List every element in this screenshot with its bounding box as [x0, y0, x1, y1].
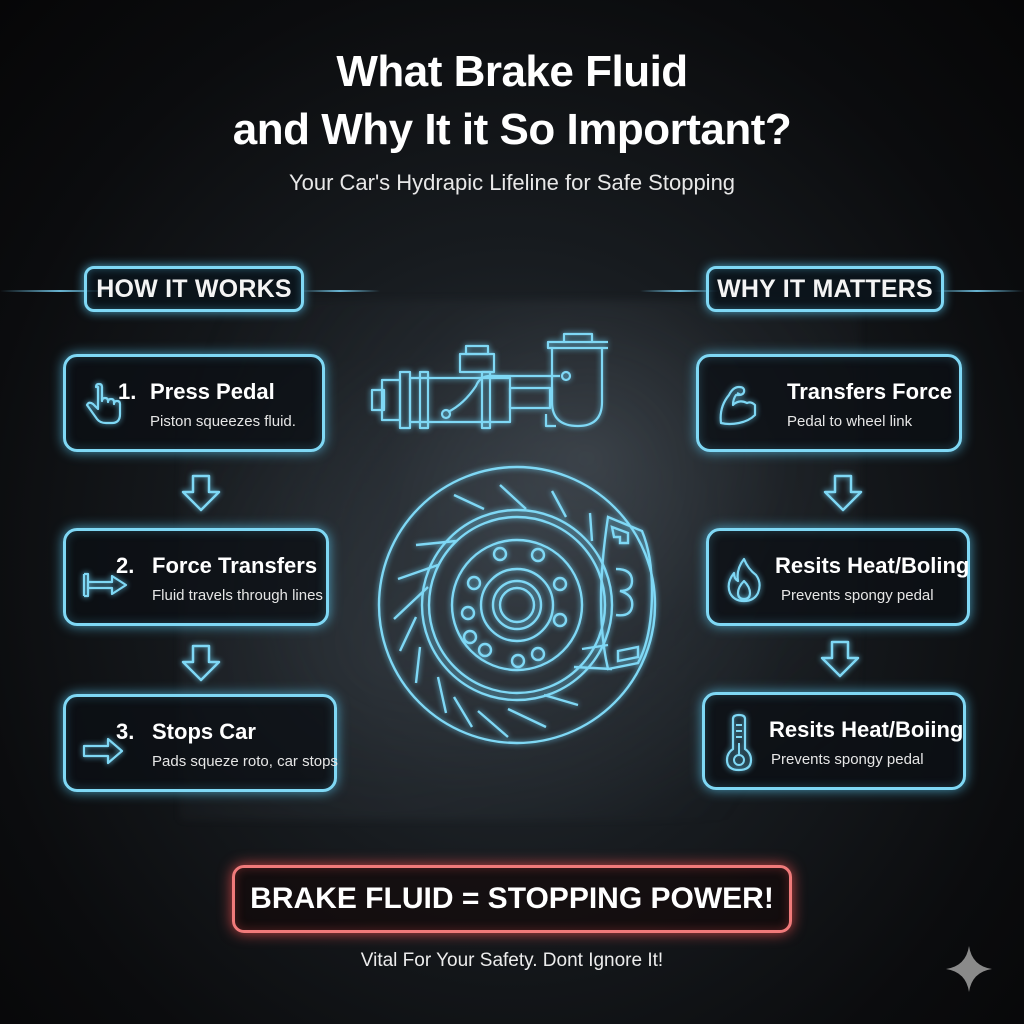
- beam-right: [930, 290, 1024, 292]
- benefit-title: Resits Heat/Boling: [775, 553, 970, 578]
- step-card-1: 1. Press Pedal Piston squeezes fluid.: [63, 354, 325, 452]
- push-arrow-icon: [82, 572, 128, 598]
- benefit-card-1: Transfers Force Pedal to wheel link: [696, 354, 962, 452]
- step-number: 2.: [116, 553, 135, 578]
- arrow-down-icon: [181, 644, 221, 682]
- sparkle-icon: [946, 946, 992, 992]
- benefit-card-3: Resits Heat/Boiing Prevents spongy pedal: [702, 692, 966, 790]
- arrow-down-icon: [181, 474, 221, 512]
- step-title: Stops Car: [152, 719, 256, 744]
- thermometer-icon: [725, 713, 753, 772]
- tagline: Vital For Your Safety. Dont Ignore It!: [360, 950, 664, 971]
- flexed-arm-icon: [719, 385, 757, 426]
- why-it-matters-heading: WHY IT MATTERS: [706, 266, 944, 312]
- benefit-description: Prevents spongy pedal: [771, 751, 924, 768]
- benefit-description: Pedal to wheel link: [787, 413, 913, 430]
- arrow-down-icon: [823, 474, 863, 512]
- benefit-title: Resits Heat/Boiing: [769, 717, 964, 742]
- step-number: 3.: [116, 719, 135, 744]
- right-arrow-icon: [82, 737, 124, 765]
- benefit-description: Prevents spongy pedal: [781, 587, 934, 604]
- step-title: Press Pedal: [150, 379, 275, 404]
- beam-right-inner: [640, 290, 720, 292]
- step-card-3: 3. Stops Car Pads squeze roto, car stops: [63, 694, 338, 792]
- step-description: Piston squeezes fluid.: [150, 413, 296, 430]
- beam-left-inner: [300, 290, 380, 292]
- step-card-2: 2. Force Transfers Fluid travels through…: [63, 528, 329, 626]
- benefit-card-2: Resits Heat/Boling Prevents spongy pedal: [706, 528, 970, 626]
- step-title: Force Transfers: [152, 553, 318, 578]
- arrow-down-icon: [820, 640, 860, 678]
- flame-icon: [727, 557, 761, 603]
- benefit-title: Transfers Force: [787, 379, 953, 404]
- brake-disc-caliper-icon: [377, 465, 657, 745]
- page-title-line1: What Brake Fluid: [336, 47, 688, 96]
- step-number: 1.: [118, 379, 137, 404]
- pointing-hand-icon: [85, 382, 122, 425]
- step-description: Pads squeze roto, car stops: [152, 753, 338, 770]
- page-subtitle: Your Car's Hydrapic Lifeline for Safe St…: [288, 170, 736, 195]
- stopping-power-callout: BRAKE FLUID = STOPPING POWER!: [232, 865, 792, 933]
- step-description: Fluid travels through lines: [152, 587, 323, 604]
- how-it-works-heading: HOW IT WORKS: [84, 266, 304, 312]
- master-cylinder-icon: [370, 332, 608, 430]
- beam-left: [0, 290, 120, 292]
- page-title-line2: and Why It it So Important?: [232, 105, 792, 154]
